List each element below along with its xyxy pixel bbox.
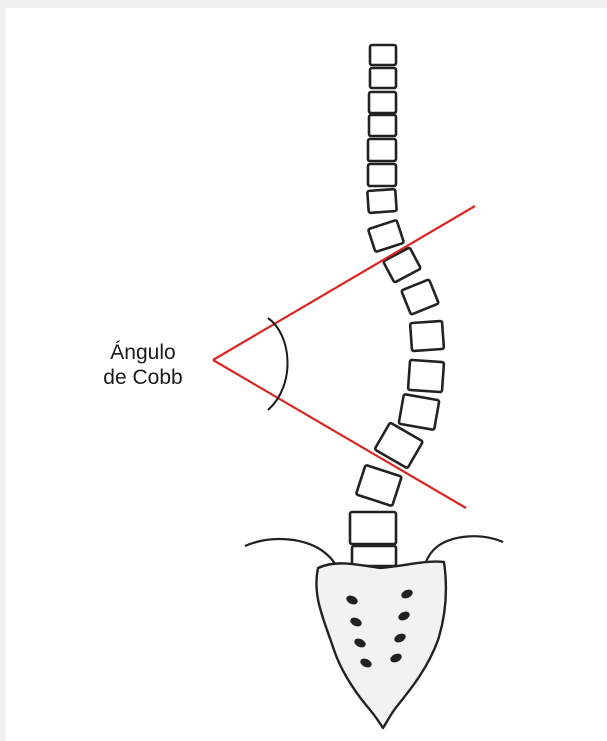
vertebra [369, 115, 396, 136]
vertebra [350, 512, 396, 544]
vertebra [375, 423, 423, 469]
vertebra [370, 45, 396, 65]
vertebra [383, 247, 421, 282]
vertebra [368, 164, 396, 186]
vertebra [410, 321, 444, 351]
vertebra [368, 139, 396, 161]
sacrum-body [316, 562, 446, 728]
angle-arc [268, 318, 288, 410]
angle-label-line1: Ángulo [78, 341, 208, 365]
vertebra [368, 220, 404, 252]
angle-label-line2: de Cobb [78, 366, 208, 390]
vertebra [356, 465, 402, 506]
vertebra [352, 546, 396, 566]
vertebra [370, 68, 396, 88]
vertebra [401, 279, 439, 314]
vertebra [369, 92, 396, 113]
cobb-angle [213, 206, 475, 508]
vertebra [399, 394, 440, 430]
cobb-angle-diagram: Ángulo de Cobb [6, 8, 607, 741]
vertebra [367, 189, 396, 213]
vertebra [408, 360, 444, 392]
